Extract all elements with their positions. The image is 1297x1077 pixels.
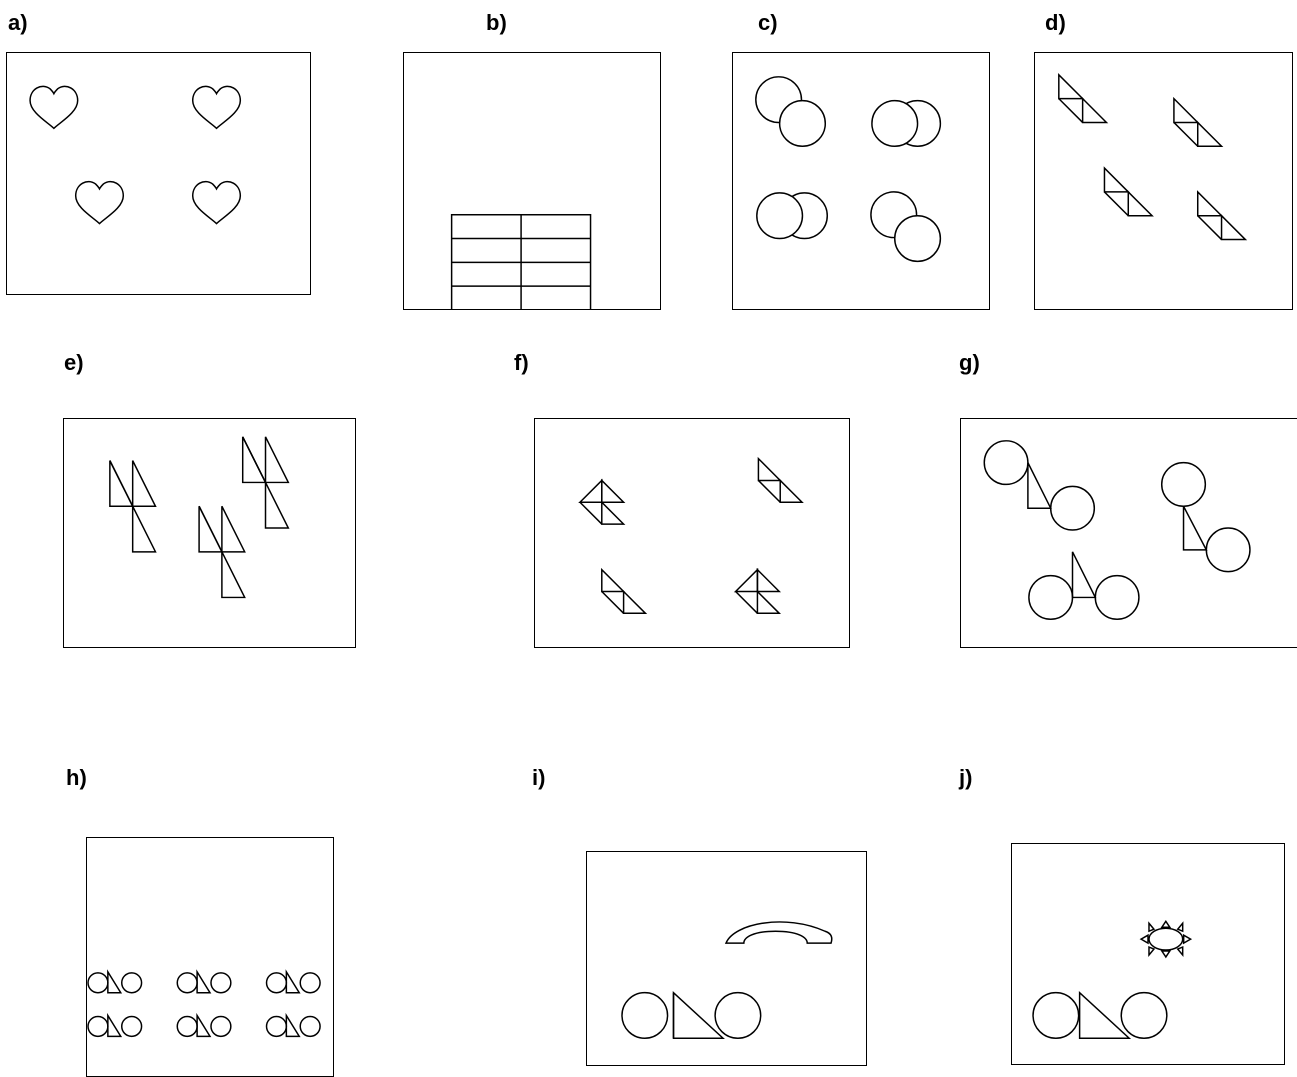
label-i: i) [532,767,545,789]
panel-b-brick-grid [403,52,661,310]
triangle-stack [199,506,245,597]
panel-i-bicycle-phone [586,851,867,1066]
panel-d-stepped-triangles [1034,52,1293,310]
circle-pair [756,77,825,146]
mini-circle-triangle-circle [88,972,142,993]
triangle-pair [736,570,780,614]
triangle-stack [243,437,289,528]
mini-circle-triangle-circle [88,1016,142,1037]
sun-icon [1141,921,1191,957]
mini-circle-triangle-circle [177,1016,231,1037]
label-f: f) [514,352,529,374]
circle-triangle-circle [1029,552,1139,619]
panel-c-overlapping-circles [732,52,990,310]
stepped-triangle [1059,75,1107,123]
label-b: b) [486,12,507,34]
stepped-triangle [758,459,802,503]
triangle-stack [110,461,156,552]
panel-g-circle-triangle-circle [960,418,1297,648]
mini-circle-triangle-circle [267,972,321,993]
label-j: j) [959,767,972,789]
heart-icon [193,182,241,224]
brick-grid [452,215,591,309]
circle-triangle-circle [984,441,1094,530]
stepped-triangle [602,570,646,614]
bicycle-shape [1033,993,1167,1039]
panel-a-hearts [6,52,311,295]
panel-j-bicycle-sun [1011,843,1285,1065]
label-h: h) [66,767,87,789]
heart-icon [76,182,124,224]
circle-pair [757,193,827,239]
label-e: e) [64,352,84,374]
bicycle-shape [622,993,761,1039]
stepped-triangle [1198,192,1246,240]
panel-f-triangle-pairs [534,418,850,648]
label-d: d) [1045,12,1066,34]
stepped-triangle [1104,168,1152,216]
heart-icon [30,86,78,128]
heart-icon [193,86,241,128]
mini-circle-triangle-circle [267,1016,321,1037]
telephone-icon [726,922,832,943]
triangle-pair [580,480,624,524]
circle-pair [872,101,940,147]
circle-pair [871,192,940,261]
panel-h-rows [86,837,334,1077]
label-c: c) [758,12,778,34]
panel-e-tall-triangle-stacks [63,418,356,648]
mini-circle-triangle-circle [177,972,231,993]
circle-triangle-circle [1162,463,1250,572]
label-a: a) [8,12,28,34]
label-g: g) [959,352,980,374]
stepped-triangle [1174,99,1222,147]
